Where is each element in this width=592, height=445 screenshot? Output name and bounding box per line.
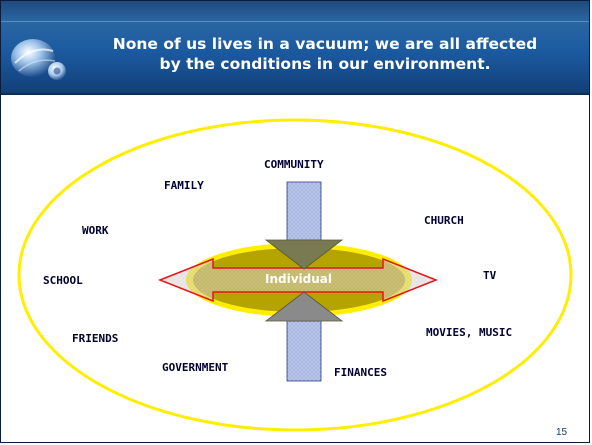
vertical-arrow-bottom <box>264 291 344 382</box>
environment-ellipse <box>17 118 573 432</box>
title-line-1: None of us lives in a vacuum; we are all… <box>112 35 538 53</box>
title-line-2: by the conditions in our environment. <box>159 55 491 73</box>
label-school: SCHOOL <box>43 274 83 287</box>
vertical-arrow-top <box>264 181 344 270</box>
label-tv: TV <box>483 269 497 282</box>
label-government: GOVERNMENT <box>162 361 229 374</box>
slide-title: None of us lives in a vacuum; we are all… <box>85 34 565 74</box>
center-label: Individual <box>265 272 332 286</box>
label-work: WORK <box>82 224 109 237</box>
slide-header: None of us lives in a vacuum; we are all… <box>1 1 589 95</box>
label-church: CHURCH <box>424 214 464 227</box>
page-number: 15 <box>556 427 568 438</box>
label-movies-music: MOVIES, MUSIC <box>426 326 513 339</box>
label-community: COMMUNITY <box>264 158 324 171</box>
label-finances: FINANCES <box>334 366 387 379</box>
globe-logo-icon <box>11 39 66 80</box>
horizontal-double-arrow <box>157 257 439 303</box>
header-divider <box>1 21 589 22</box>
label-friends: FRIENDS <box>72 332 119 345</box>
label-family: FAMILY <box>164 179 204 192</box>
